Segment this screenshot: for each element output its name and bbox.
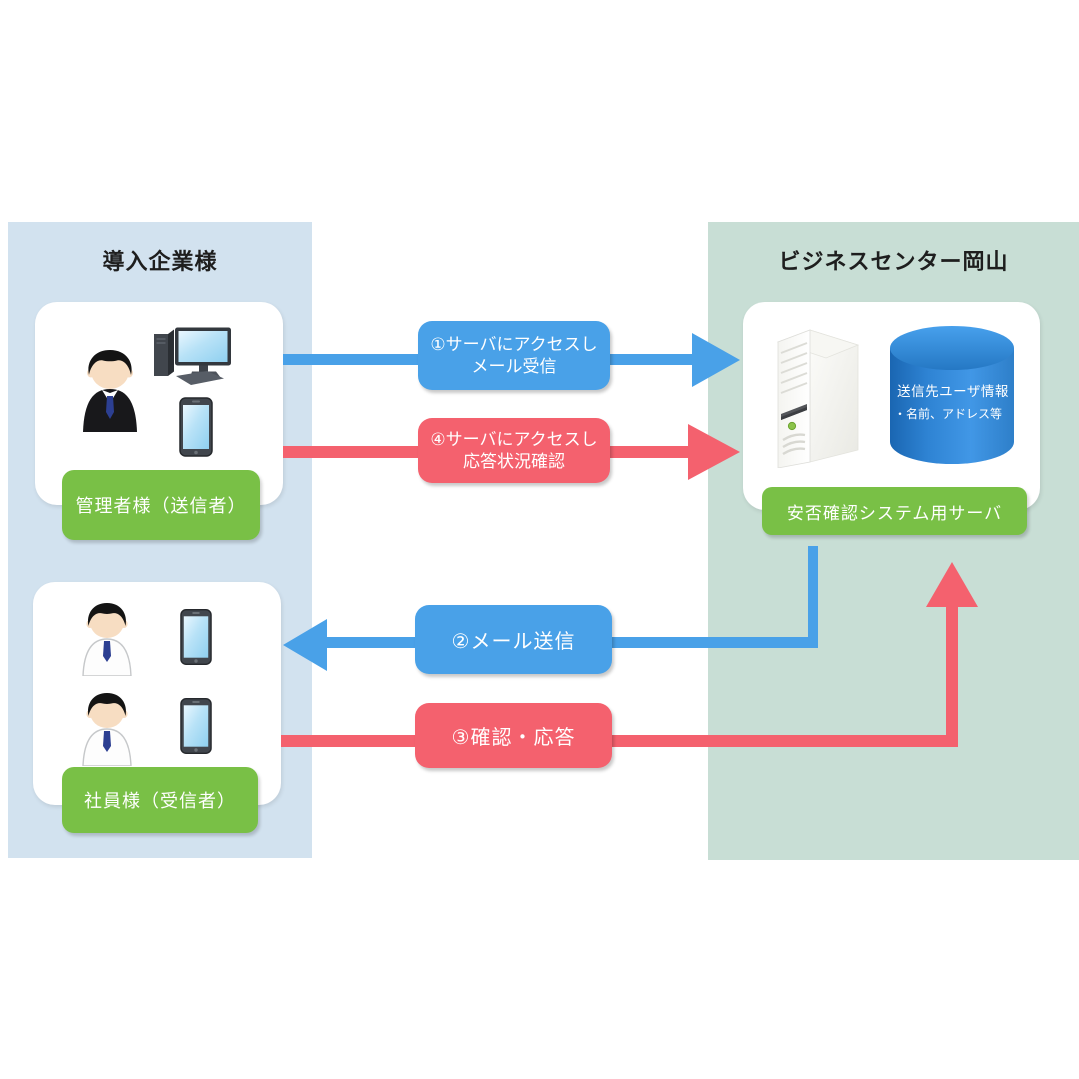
flow1-arrowhead <box>692 333 740 387</box>
flow4-label-line2: 応答状況確認 <box>463 451 565 471</box>
server-label-text: 安否確認システム用サーバ <box>786 503 1003 523</box>
flow3-arrow-shaft <box>281 735 958 747</box>
employee-icon <box>82 603 132 676</box>
flow2-label: ②メール送信 <box>415 605 612 674</box>
desktop-pc-icon <box>154 327 231 385</box>
flow2-arrowhead <box>283 619 327 671</box>
flow4-label: ④サーバにアクセスし 応答状況確認 <box>418 418 610 483</box>
smartphone-icon <box>180 698 212 754</box>
flow1-label-line1: ①サーバにアクセスし <box>430 334 598 354</box>
flow4-arrowhead <box>688 424 740 480</box>
database-text: 送信先ユーザ情報 ・名前、アドレス等 <box>892 380 1014 422</box>
flow1-label: ①サーバにアクセスし メール受信 <box>418 321 610 390</box>
flow1-label-line2: メール受信 <box>471 356 557 376</box>
flow2-label-text: ②メール送信 <box>451 631 576 653</box>
database-cylinder-icon <box>890 326 1014 464</box>
smartphone-icon <box>179 397 213 457</box>
business-center-title: ビジネスセンター岡山 <box>778 249 1009 274</box>
flow3-label: ③確認・応答 <box>415 703 612 768</box>
customer-company-title: 導入企業様 <box>102 249 218 274</box>
flow3-arrowhead <box>926 562 978 607</box>
flow3-elbow-vertical <box>946 606 958 747</box>
admin-label: 管理者様（送信者） <box>62 470 260 540</box>
employee-label: 社員様（受信者） <box>62 767 258 833</box>
flow2-elbow-vertical <box>808 546 818 648</box>
database-line1: 送信先ユーザ情報 <box>897 384 1009 399</box>
flow4-label-line1: ④サーバにアクセスし <box>430 429 598 449</box>
employee-icon <box>82 693 132 766</box>
server-label: 安否確認システム用サーバ <box>762 487 1027 535</box>
smartphone-icon <box>180 609 212 665</box>
server-tower-icon <box>776 329 860 468</box>
database-line2: ・名前、アドレス等 <box>894 407 1003 421</box>
admin-label-text: 管理者様（送信者） <box>75 496 247 516</box>
employee-label-text: 社員様（受信者） <box>84 791 236 811</box>
flow3-label-text: ③確認・応答 <box>451 727 576 749</box>
businessman-icon <box>83 350 137 432</box>
